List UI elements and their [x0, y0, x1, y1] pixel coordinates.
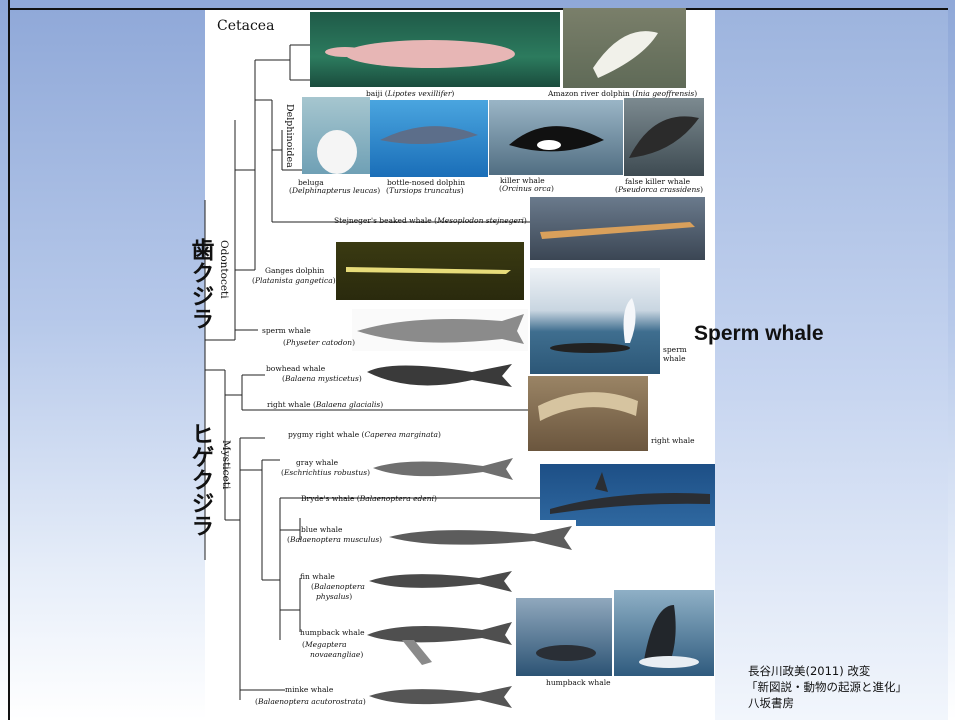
- humpback-sci-1: (Megaptera: [302, 640, 347, 649]
- gray-label: gray whale: [296, 458, 338, 467]
- bottlenose-photo: [370, 100, 488, 177]
- right-whale-photo: [528, 376, 648, 451]
- humpback-photo-1: [516, 598, 612, 676]
- humpback-drawing: [362, 610, 517, 668]
- credit-line-2: 「新図説・動物の起源と進化」: [746, 679, 907, 695]
- ganges-label: Ganges dolphin: [265, 266, 324, 275]
- beluga-photo: [302, 97, 370, 174]
- odontoceti-label: Odontoceti: [218, 240, 230, 299]
- right-label: right whale (Balaena glacialis): [267, 400, 383, 409]
- humpback-sci-2: novaeangliae): [310, 650, 363, 659]
- right-photo-caption: right whale: [651, 436, 695, 445]
- killer-whale-photo: [489, 100, 623, 175]
- fin-sci-1: (Balaenoptera: [311, 582, 365, 591]
- baiji-label: baiji (Lipotes vexillifer): [366, 89, 454, 98]
- credit-line-1: 長谷川政美(2011) 改変: [748, 663, 870, 679]
- sperm-whale-drawing: [352, 309, 528, 351]
- beluga-sci: (Delphinapterus leucas): [289, 186, 380, 195]
- fin-label: fin whale: [300, 572, 335, 581]
- bowhead-sci: (Balaena mysticetus): [282, 374, 362, 383]
- amazon-dolphin-photo: [563, 8, 686, 88]
- false-killer-whale-photo: [624, 98, 704, 176]
- credit-line-3: 八坂書房: [748, 695, 794, 711]
- blue-sci: (Balaenoptera musculus): [287, 535, 382, 544]
- killer-sci: (Orcinus orca): [499, 184, 554, 193]
- mysticeti-label: Mysticeti: [220, 440, 232, 489]
- gray-whale-drawing: [368, 452, 518, 485]
- blue-label: blue whale: [301, 525, 342, 534]
- humpback-label: humpback whale: [300, 628, 365, 637]
- toothed-whale-jp-label: 歯クジラ: [183, 238, 217, 330]
- humpback-photo-2: [614, 590, 714, 676]
- fin-sci-2: physalus): [316, 592, 352, 601]
- sperm-sci: (Physeter catodon): [283, 338, 355, 347]
- delphinoidea-label: Delphinoidea: [284, 104, 295, 168]
- brydes-label: Bryde's whale (Balaenoptera edeni): [301, 494, 437, 503]
- cetacea-title: Cetacea: [217, 18, 274, 34]
- baiji-photo: [310, 12, 560, 87]
- minke-sci: (Balaenoptera acutorostrata): [255, 697, 366, 706]
- sperm-photo-caption: sperm whale: [663, 345, 697, 363]
- bowhead-drawing: [362, 354, 517, 396]
- falsekiller-sci: (Pseudorca crassidens): [615, 185, 703, 194]
- ganges-skeleton-photo: [336, 242, 524, 300]
- stejneger-label: Stejneger's beaked whale (Mesoplodon ste…: [334, 216, 527, 225]
- baleen-whale-jp-label: ヒゲクジラ: [183, 422, 217, 537]
- fin-whale-drawing: [364, 565, 516, 597]
- sperm-label: sperm whale: [262, 326, 311, 335]
- humpback-photo-caption: humpback whale: [546, 678, 611, 687]
- bottlenose-sci: (Tursiops truncatus): [386, 186, 464, 195]
- minke-whale-drawing: [364, 678, 516, 716]
- bowhead-label: bowhead whale: [266, 364, 325, 373]
- brydes-whale-photo: [540, 464, 715, 526]
- pygmy-label: pygmy right whale (Caperea marginata): [288, 430, 441, 439]
- ganges-sci: (Platanista gangetica): [252, 276, 336, 285]
- sperm-whale-heading: Sperm whale: [694, 322, 824, 346]
- blue-whale-drawing: [384, 520, 576, 555]
- stejneger-skeleton-photo: [530, 197, 705, 260]
- gray-sci: (Eschrichtius robustus): [281, 468, 370, 477]
- amazon-label: Amazon river dolphin (Inia geoffrensis): [548, 89, 697, 98]
- sperm-whale-photo: [530, 268, 660, 374]
- minke-label: minke whale: [285, 685, 333, 694]
